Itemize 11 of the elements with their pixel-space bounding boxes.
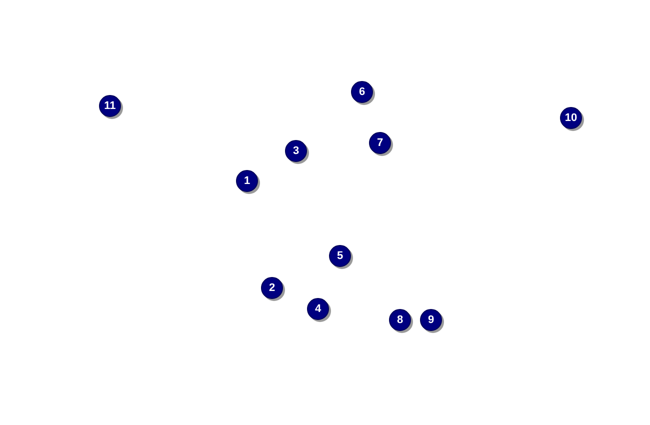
callout-number: 1 bbox=[236, 170, 258, 192]
callout-number: 11 bbox=[99, 95, 121, 117]
callout-number: 6 bbox=[351, 81, 373, 103]
callout-number: 5 bbox=[329, 245, 351, 267]
callout-number: 4 bbox=[307, 298, 329, 320]
callout-number: 10 bbox=[560, 107, 582, 129]
callout-number: 2 bbox=[261, 277, 283, 299]
callout-number: 8 bbox=[389, 309, 411, 331]
callout-number: 7 bbox=[369, 132, 391, 154]
callout-number: 3 bbox=[285, 140, 307, 162]
callout-number: 9 bbox=[420, 309, 442, 331]
